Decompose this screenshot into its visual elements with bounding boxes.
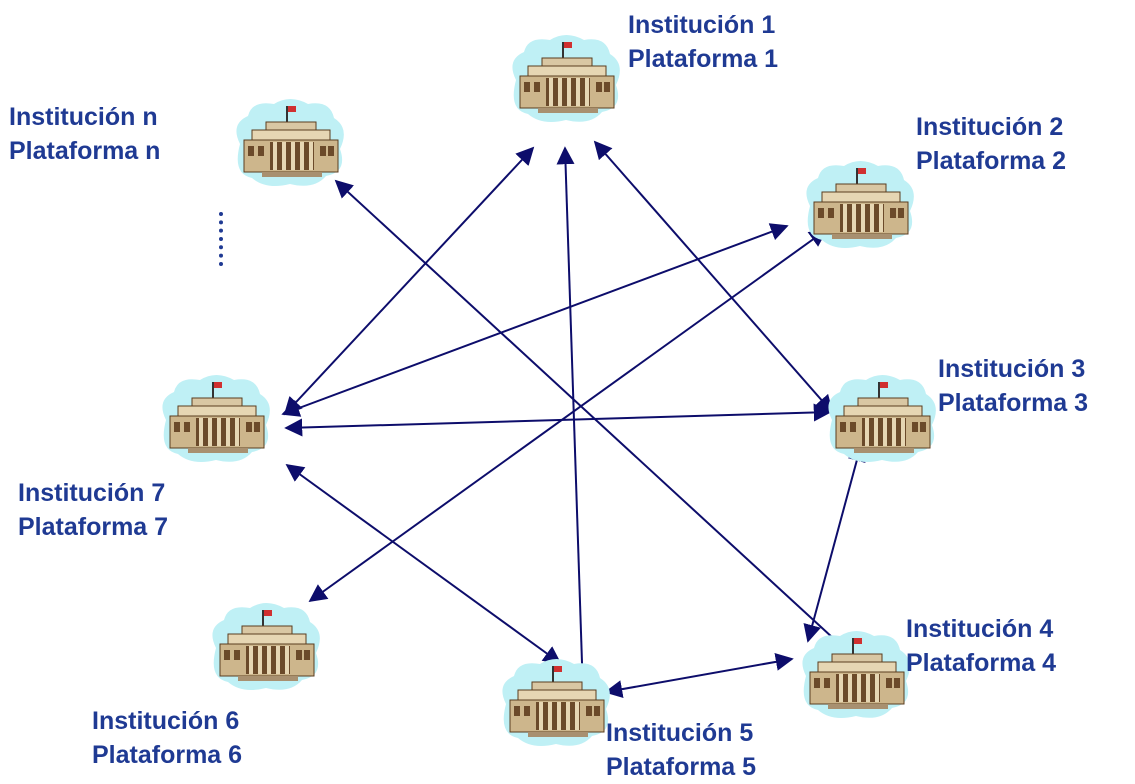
- government-building-icon: [822, 370, 942, 466]
- link-5-4: [604, 652, 794, 699]
- institution-label: Institución 2: [916, 113, 1064, 141]
- institution-label: Institución 1: [628, 11, 776, 39]
- link-n-4: [334, 179, 860, 663]
- platform-label: Plataforma 1: [628, 45, 779, 73]
- government-building-icon: [156, 370, 276, 466]
- government-building-icon: [800, 156, 920, 252]
- platform-label: Plataforma 5: [606, 753, 757, 781]
- node-label-n: Institución n Plataforma n: [9, 100, 160, 168]
- government-building-icon: [496, 654, 616, 750]
- institution-label: Institución 5: [606, 719, 754, 747]
- platform-label: Plataforma 4: [906, 649, 1057, 677]
- institution-label: Institución 6: [92, 707, 240, 735]
- node-label-7: Institución 7 Plataforma 7: [18, 476, 168, 544]
- link-7-3: [284, 403, 832, 437]
- platform-label: Plataforma n: [9, 137, 161, 165]
- link-2-6: [308, 228, 828, 603]
- government-building-icon: [206, 598, 326, 694]
- link-2-7: [281, 223, 789, 417]
- institution-label: Institución n: [9, 103, 158, 131]
- node-label-1: Institución 1 Plataforma 1: [628, 8, 778, 76]
- government-building-icon: [230, 94, 350, 190]
- platform-label: Plataforma 2: [916, 147, 1067, 175]
- institution-label: Institución 4: [906, 615, 1054, 643]
- link-7-5: [285, 463, 562, 665]
- link-3-4: [803, 443, 866, 643]
- government-building-icon: [796, 626, 916, 722]
- node-label-5: Institución 5 Plataforma 5: [606, 716, 756, 784]
- node-label-4: Institución 4 Plataforma 4: [906, 612, 1056, 680]
- node-label-3: Institución 3 Plataforma 3: [938, 352, 1088, 420]
- government-building-icon: [506, 30, 626, 126]
- platform-label: Plataforma 6: [92, 741, 243, 769]
- vertical-ellipsis: [219, 212, 233, 266]
- node-label-6: Institución 6 Plataforma 6: [92, 704, 242, 772]
- node-label-2: Institución 2 Plataforma 2: [916, 110, 1066, 178]
- institution-label: Institución 3: [938, 355, 1086, 383]
- platform-label: Plataforma 3: [938, 389, 1089, 417]
- platform-label: Plataforma 7: [18, 513, 169, 541]
- institution-label: Institución 7: [18, 479, 166, 507]
